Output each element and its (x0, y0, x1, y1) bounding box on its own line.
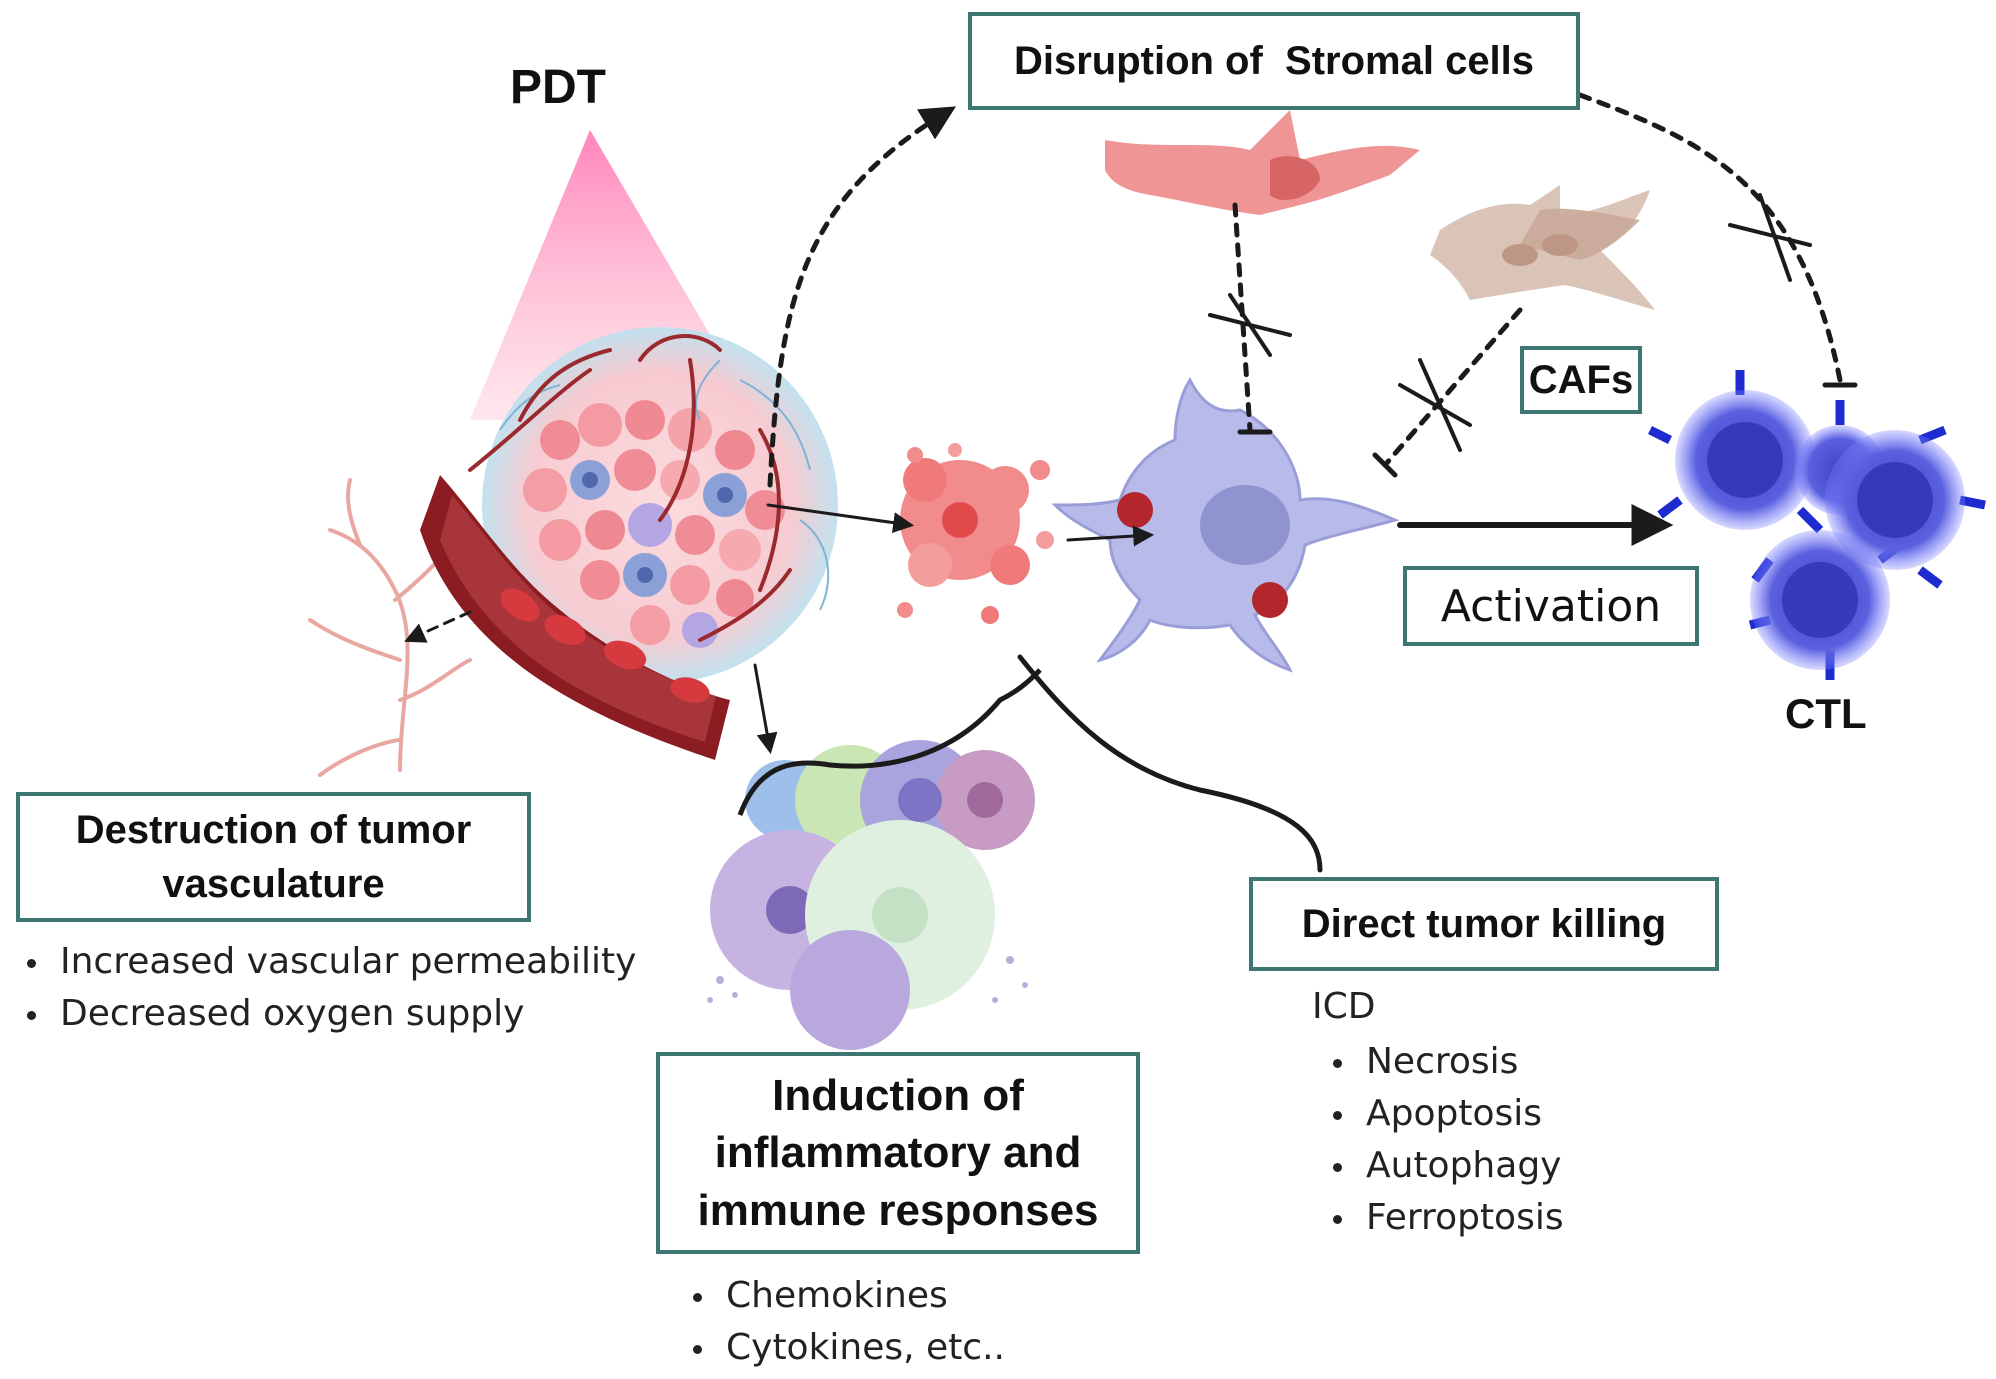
caf-icon (1430, 185, 1655, 310)
cell-death-item: Apoptosis (1358, 1088, 1564, 1140)
ctl-label: CTL (1785, 690, 1867, 737)
stromal-disruption-box: Disruption of Stromal cells (968, 12, 1580, 110)
inflammatory-mediator-item: Chemokines (718, 1270, 1005, 1322)
immune-cells-icon (707, 668, 1042, 1050)
pdt-label: PDT (510, 61, 606, 114)
cell-death-list: Necrosis Apoptosis Autophagy Ferroptosis (1312, 1036, 1564, 1244)
ctl-icon (1647, 370, 1986, 680)
activation-box: Activation (1403, 566, 1699, 646)
cell-death-item: Necrosis (1358, 1036, 1564, 1088)
direct-tumor-killing-box: Direct tumor killing (1249, 877, 1719, 971)
inflammatory-mediator-item: Cytokines, etc.. (718, 1322, 1005, 1374)
cell-death-item: Autophagy (1358, 1140, 1564, 1192)
inflammatory-response-box: Induction of inflammatory and immune res… (656, 1052, 1140, 1254)
cafs-label-box: CAFs (1520, 346, 1642, 414)
connector-lines (404, 92, 1858, 873)
stromal-cell-icon (1105, 110, 1420, 215)
vasculature-effect-item: Decreased oxygen supply (52, 988, 636, 1040)
vasculature-title: Destruction of tumor vasculature (75, 808, 472, 906)
inflammatory-response-title: Induction of inflammatory and immune res… (697, 1071, 1099, 1235)
stromal-disruption-title: Disruption of Stromal cells (1013, 38, 1535, 83)
capillary-icon (308, 478, 472, 777)
blood-vessel-icon (420, 475, 730, 760)
vasculature-effects-list: Increased vascular permeability Decrease… (6, 936, 636, 1040)
tumor-icon (468, 327, 838, 683)
cell-death-item: Ferroptosis (1358, 1192, 1564, 1244)
dendritic-cell-icon (1051, 377, 1400, 673)
inflammatory-mediators-list: Chemokines Cytokines, etc.. (672, 1270, 1005, 1374)
activation-label: Activation (1440, 580, 1662, 632)
vasculature-effect-item: Increased vascular permeability (52, 936, 636, 988)
icd-heading: ICD (1312, 986, 1376, 1027)
direct-tumor-killing-title: Direct tumor killing (1301, 901, 1667, 946)
vasculature-box: Destruction of tumor vasculature (16, 792, 531, 922)
dying-cell-icon (897, 443, 1054, 624)
